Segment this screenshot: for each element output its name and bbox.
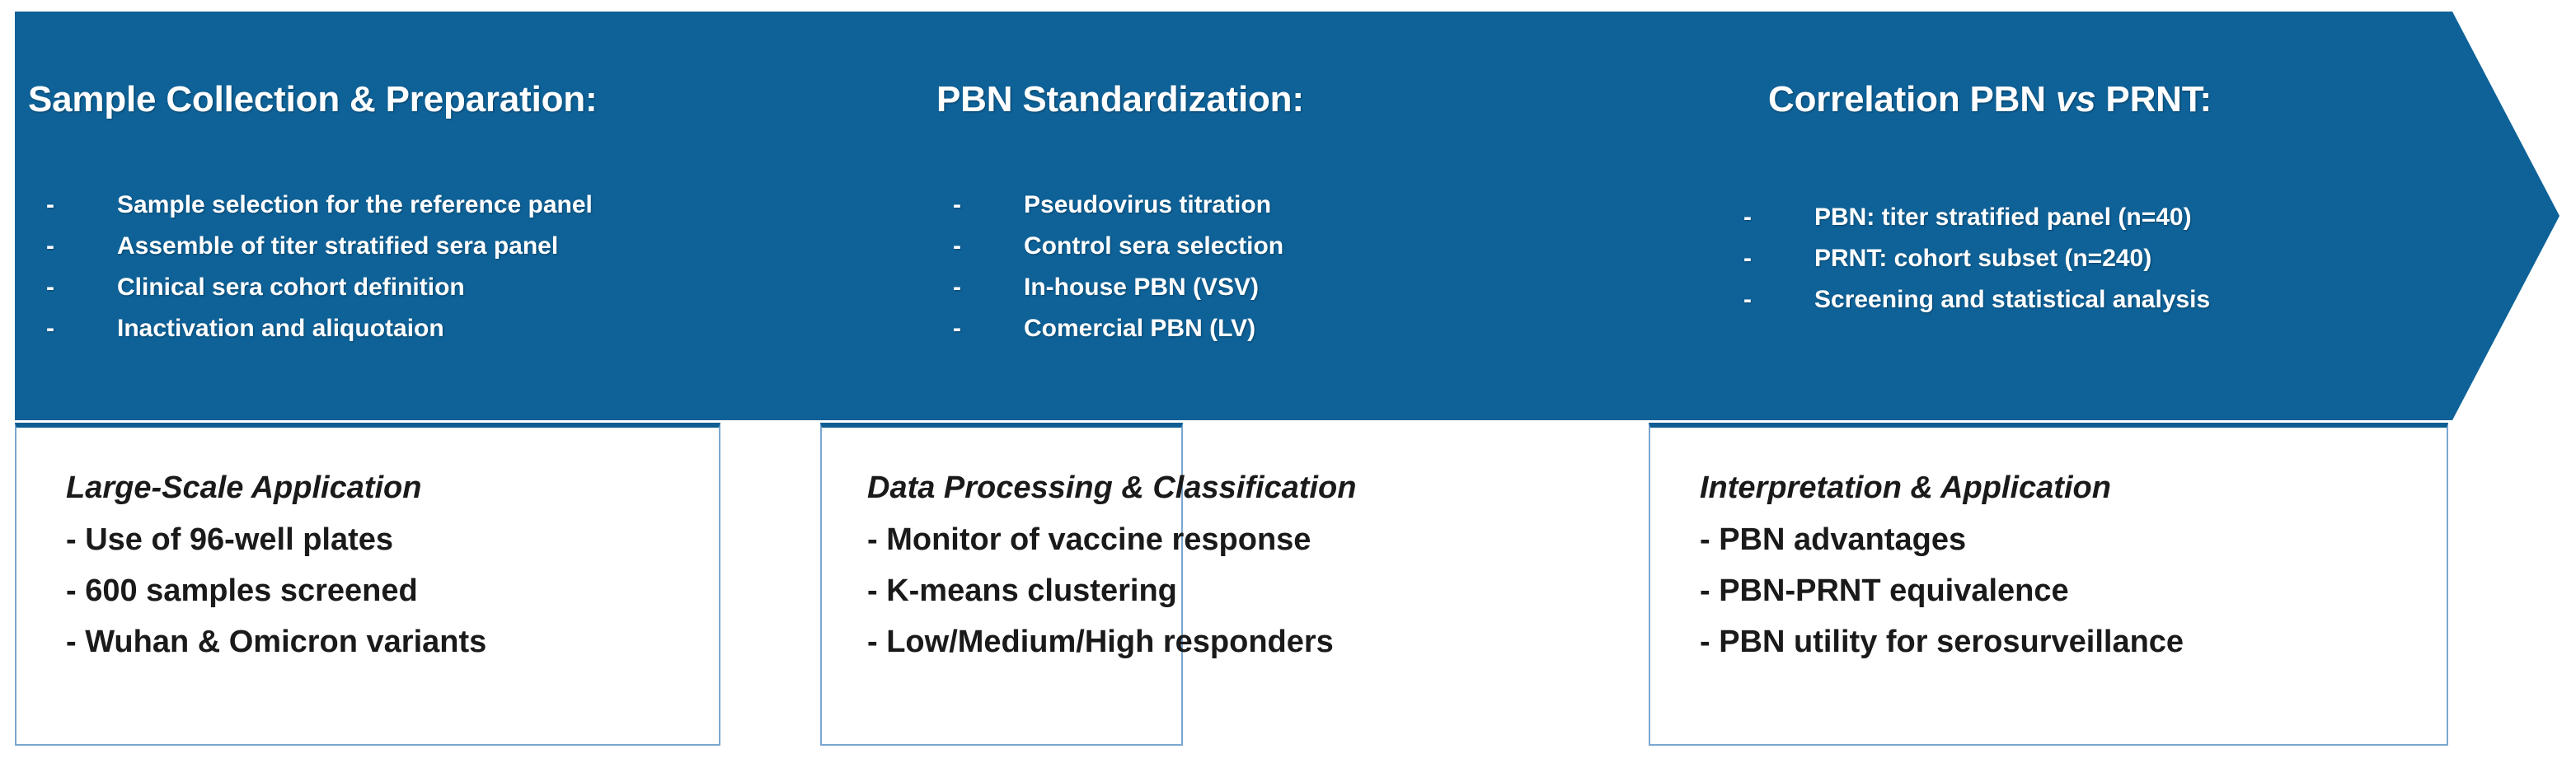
box-list-item: - PBN utility for serosurveillance (1700, 624, 2184, 659)
bullet-text: PBN: titer stratified panel (n=40) (1814, 204, 2192, 231)
bullet-text: Pseudovirus titration (1024, 191, 1272, 218)
bullet-text: Inactivation and aliquotaion (117, 315, 444, 342)
stage-2-title-pre: PBN Standardization: (936, 79, 1304, 119)
stage-3-title-pre: Correlation PBN (1768, 79, 2056, 119)
stage-3-box-list: - PBN advantages - PBN-PRNT equivalence … (1700, 522, 2184, 659)
stage-3-chevron: Correlation PBN vs PRNT: - PBN: titer st… (1541, 12, 2560, 420)
stage-2-bullet: - Comercial PBN (LV) (953, 316, 1283, 341)
bullet-dash-icon: - (1743, 204, 1752, 231)
bullet-dash-icon: - (1743, 245, 1752, 272)
stage-1-title-pre: Sample Collection & Preparation: (28, 79, 598, 119)
stage-3-bullet: - Screening and statistical analysis (1743, 288, 2210, 312)
bullet-dash-icon: - (953, 274, 961, 301)
bullet-dash-icon: - (46, 232, 54, 260)
box-list-item: - K-means clustering (867, 573, 1177, 608)
bullet-text: Clinical sera cohort definition (117, 274, 465, 301)
box-list-item: - Low/Medium/High responders (867, 624, 1334, 659)
bullet-dash-icon: - (953, 315, 961, 342)
bullet-dash-icon: - (953, 191, 961, 218)
bullet-text: Assemble of titer stratified sera panel (117, 232, 559, 260)
bullet-text: In-house PBN (VSV) (1024, 274, 1260, 301)
stage-1-bullet: - Inactivation and aliquotaion (46, 316, 593, 341)
stage-2-bullet-list: - Pseudovirus titration - Control sera s… (953, 193, 1283, 358)
stage-1-chevron-shape (15, 12, 842, 420)
stage-2-box-list: - Monitor of vaccine response - K-means … (867, 522, 1356, 659)
stage-3-title-emphasis: vs (2055, 79, 2096, 119)
box-list-item: - 600 samples screened (66, 573, 418, 608)
box-list-item: - PBN-PRNT equivalence (1700, 573, 2069, 608)
stage-2-box-title: Data Processing & Classification (867, 470, 1357, 505)
stage-1-bullet: - Sample selection for the reference pan… (46, 193, 593, 218)
stage-2-detail-box: Data Processing & Classification - Monit… (820, 423, 1356, 746)
stage-3-bullet: - PRNT: cohort subset (n=240) (1743, 246, 2210, 271)
bullet-text: Control sera selection (1024, 232, 1284, 260)
bullet-text: Screening and statistical analysis (1814, 286, 2211, 313)
stage-3-detail-box: Interpretation & Application - PBN advan… (1649, 423, 2448, 746)
stage-1-bullet: - Clinical sera cohort definition (46, 275, 593, 300)
stage-1-box-title: Large-Scale Application (66, 470, 422, 505)
stage-3-chevron-shape (1541, 12, 2560, 420)
bullet-dash-icon: - (46, 274, 54, 301)
stage-1-bullet: - Assemble of titer stratified sera pane… (46, 234, 593, 259)
stage-3-title: Correlation PBN vs PRNT: (1768, 79, 2212, 120)
stage-2-bullet: - Pseudovirus titration (953, 193, 1283, 218)
bullet-dash-icon: - (46, 315, 54, 342)
stage-1-chevron: Sample Collection & Preparation: - Sampl… (15, 12, 842, 420)
bullet-dash-icon: - (953, 232, 961, 260)
stage-2-bullet: - In-house PBN (VSV) (953, 275, 1283, 300)
stage-2-chevron: PBN Standardization: - Pseudovirus titra… (714, 12, 1666, 420)
stage-3-title-post: PRNT: (2095, 79, 2212, 119)
stage-1-box-list: - Use of 96-well plates - 600 samples sc… (66, 522, 487, 659)
stage-1-bullet-list: - Sample selection for the reference pan… (46, 193, 593, 358)
stage-3-bullet: - PBN: titer stratified panel (n=40) (1743, 205, 2210, 230)
bullet-dash-icon: - (46, 191, 54, 218)
bullet-dash-icon: - (1743, 286, 1752, 313)
stage-2-title: PBN Standardization: (936, 79, 1304, 120)
bullet-text: Comercial PBN (LV) (1024, 315, 1256, 342)
stage-2-bullet: - Control sera selection (953, 234, 1283, 259)
stage-1-detail-box: Large-Scale Application - Use of 96-well… (15, 423, 720, 746)
box-list-item: - Use of 96-well plates (66, 522, 394, 557)
stage-3-box-title: Interpretation & Application (1700, 470, 2111, 505)
bullet-text: Sample selection for the reference panel (117, 191, 593, 218)
bullet-text: PRNT: cohort subset (n=240) (1814, 245, 2152, 272)
box-list-item: - PBN advantages (1700, 522, 1967, 557)
stage-2-chevron-shape (714, 12, 1666, 420)
stage-3-bullet-list: - PBN: titer stratified panel (n=40) - P… (1743, 205, 2210, 329)
box-list-item: - Monitor of vaccine response (867, 522, 1311, 557)
box-list-item: - Wuhan & Omicron variants (66, 624, 487, 659)
stage-1-title: Sample Collection & Preparation: (28, 79, 598, 120)
